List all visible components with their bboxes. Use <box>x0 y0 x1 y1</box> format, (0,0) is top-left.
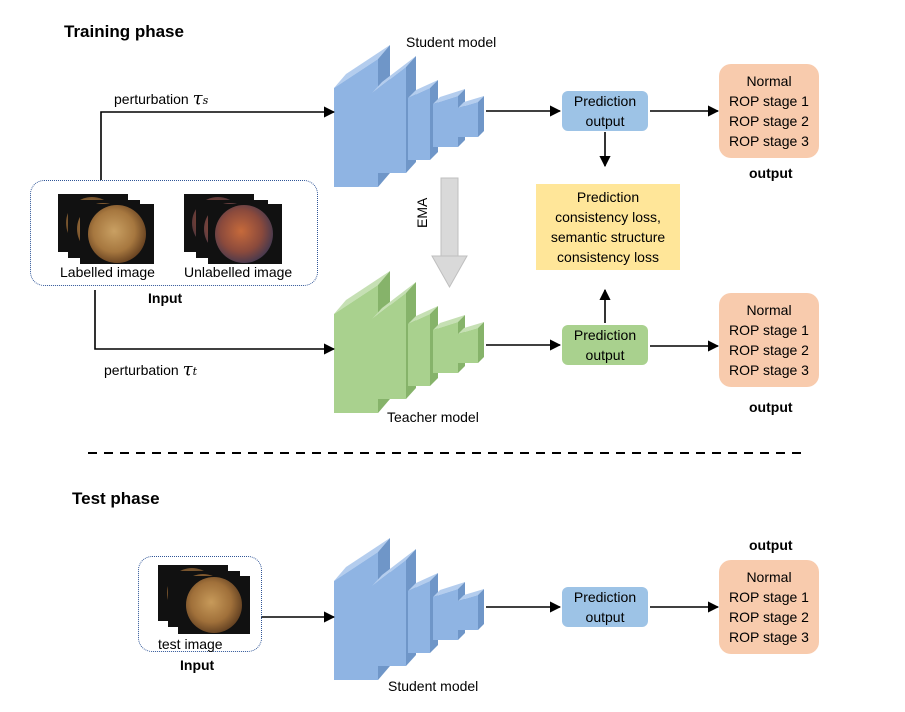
student-prediction-line-2: output <box>585 113 625 129</box>
teacher-prediction-line-2: output <box>585 347 625 363</box>
test-output-class-2: ROP stage 1 <box>729 589 809 605</box>
teacher-prediction-line-1: Prediction <box>573 327 637 343</box>
test-image-label: test image <box>158 636 223 652</box>
perturbation-t-sub: t <box>192 365 197 378</box>
test-prediction-line-2: output <box>585 609 625 625</box>
training-input-label: Input <box>148 290 183 306</box>
arrow-input-to-teacher <box>94 290 336 355</box>
student-prediction-line-1: Prediction <box>573 93 637 109</box>
student-output-class-2: ROP stage 1 <box>729 93 809 109</box>
perturbation-t-label: perturbation τt <box>104 359 197 380</box>
arrow-input-to-student <box>100 106 336 180</box>
loss-line-3: semantic structure <box>550 229 666 245</box>
ema-label: EMA <box>414 197 430 228</box>
student-output-class-1: Normal <box>746 73 792 89</box>
test-prediction-output: Prediction output <box>562 587 648 627</box>
test-output-class-1: Normal <box>746 569 792 585</box>
test-output-label: output <box>749 537 793 553</box>
test-image-stack <box>158 565 250 634</box>
student-model-label: Student model <box>406 34 497 50</box>
student-output-box: Normal ROP stage 1 ROP stage 2 ROP stage… <box>719 64 819 158</box>
perturbation-t-text: perturbation <box>104 362 179 378</box>
teacher-output-label: output <box>749 399 793 415</box>
training-input-box <box>30 180 318 286</box>
loss-line-4: consistency loss <box>557 249 659 265</box>
student-prediction-output: Prediction output <box>562 91 648 131</box>
teacher-model-label: Teacher model <box>387 409 479 425</box>
teacher-prediction-output: Prediction output <box>562 325 648 365</box>
loss-line-1: Prediction <box>576 189 640 205</box>
perturbation-s-sub: s <box>202 94 209 107</box>
labelled-image-stack <box>58 194 154 264</box>
perturbation-s-symbol: τ <box>192 88 203 109</box>
unlabelled-image-stack <box>184 194 282 264</box>
test-output-class-4: ROP stage 3 <box>729 629 809 645</box>
teacher-output-class-4: ROP stage 3 <box>729 362 809 378</box>
test-output-class-3: ROP stage 2 <box>729 609 809 625</box>
teacher-output-class-2: ROP stage 1 <box>729 322 809 338</box>
student-output-class-3: ROP stage 2 <box>729 113 809 129</box>
test-input-box <box>138 556 262 652</box>
teacher-network-training <box>334 271 484 413</box>
teacher-output-box: Normal ROP stage 1 ROP stage 2 ROP stage… <box>719 293 819 387</box>
teacher-output-class-1: Normal <box>746 302 792 318</box>
consistency-loss-box: Prediction consistency loss, semantic st… <box>536 184 680 270</box>
ema-arrow <box>431 177 468 289</box>
test-student-model-label: Student model <box>388 678 479 694</box>
labelled-image-label: Labelled image <box>60 264 155 280</box>
test-input-label: Input <box>180 657 215 673</box>
student-output-label: output <box>749 165 793 181</box>
perturbation-s-label: perturbation τs <box>114 88 208 109</box>
test-output-box: Normal ROP stage 1 ROP stage 2 ROP stage… <box>719 560 819 654</box>
student-network-training <box>334 45 484 187</box>
test-phase-title: Test phase <box>72 489 160 508</box>
perturbation-s-text: perturbation <box>114 91 189 107</box>
unlabelled-image-label: Unlabelled image <box>184 264 293 280</box>
test-prediction-line-1: Prediction <box>573 589 637 605</box>
perturbation-t-symbol: τ <box>182 359 193 380</box>
loss-line-2: consistency loss, <box>555 209 661 225</box>
training-phase-title: Training phase <box>64 22 184 41</box>
student-network-test <box>334 538 484 680</box>
student-output-class-4: ROP stage 3 <box>729 133 809 149</box>
teacher-output-class-3: ROP stage 2 <box>729 342 809 358</box>
